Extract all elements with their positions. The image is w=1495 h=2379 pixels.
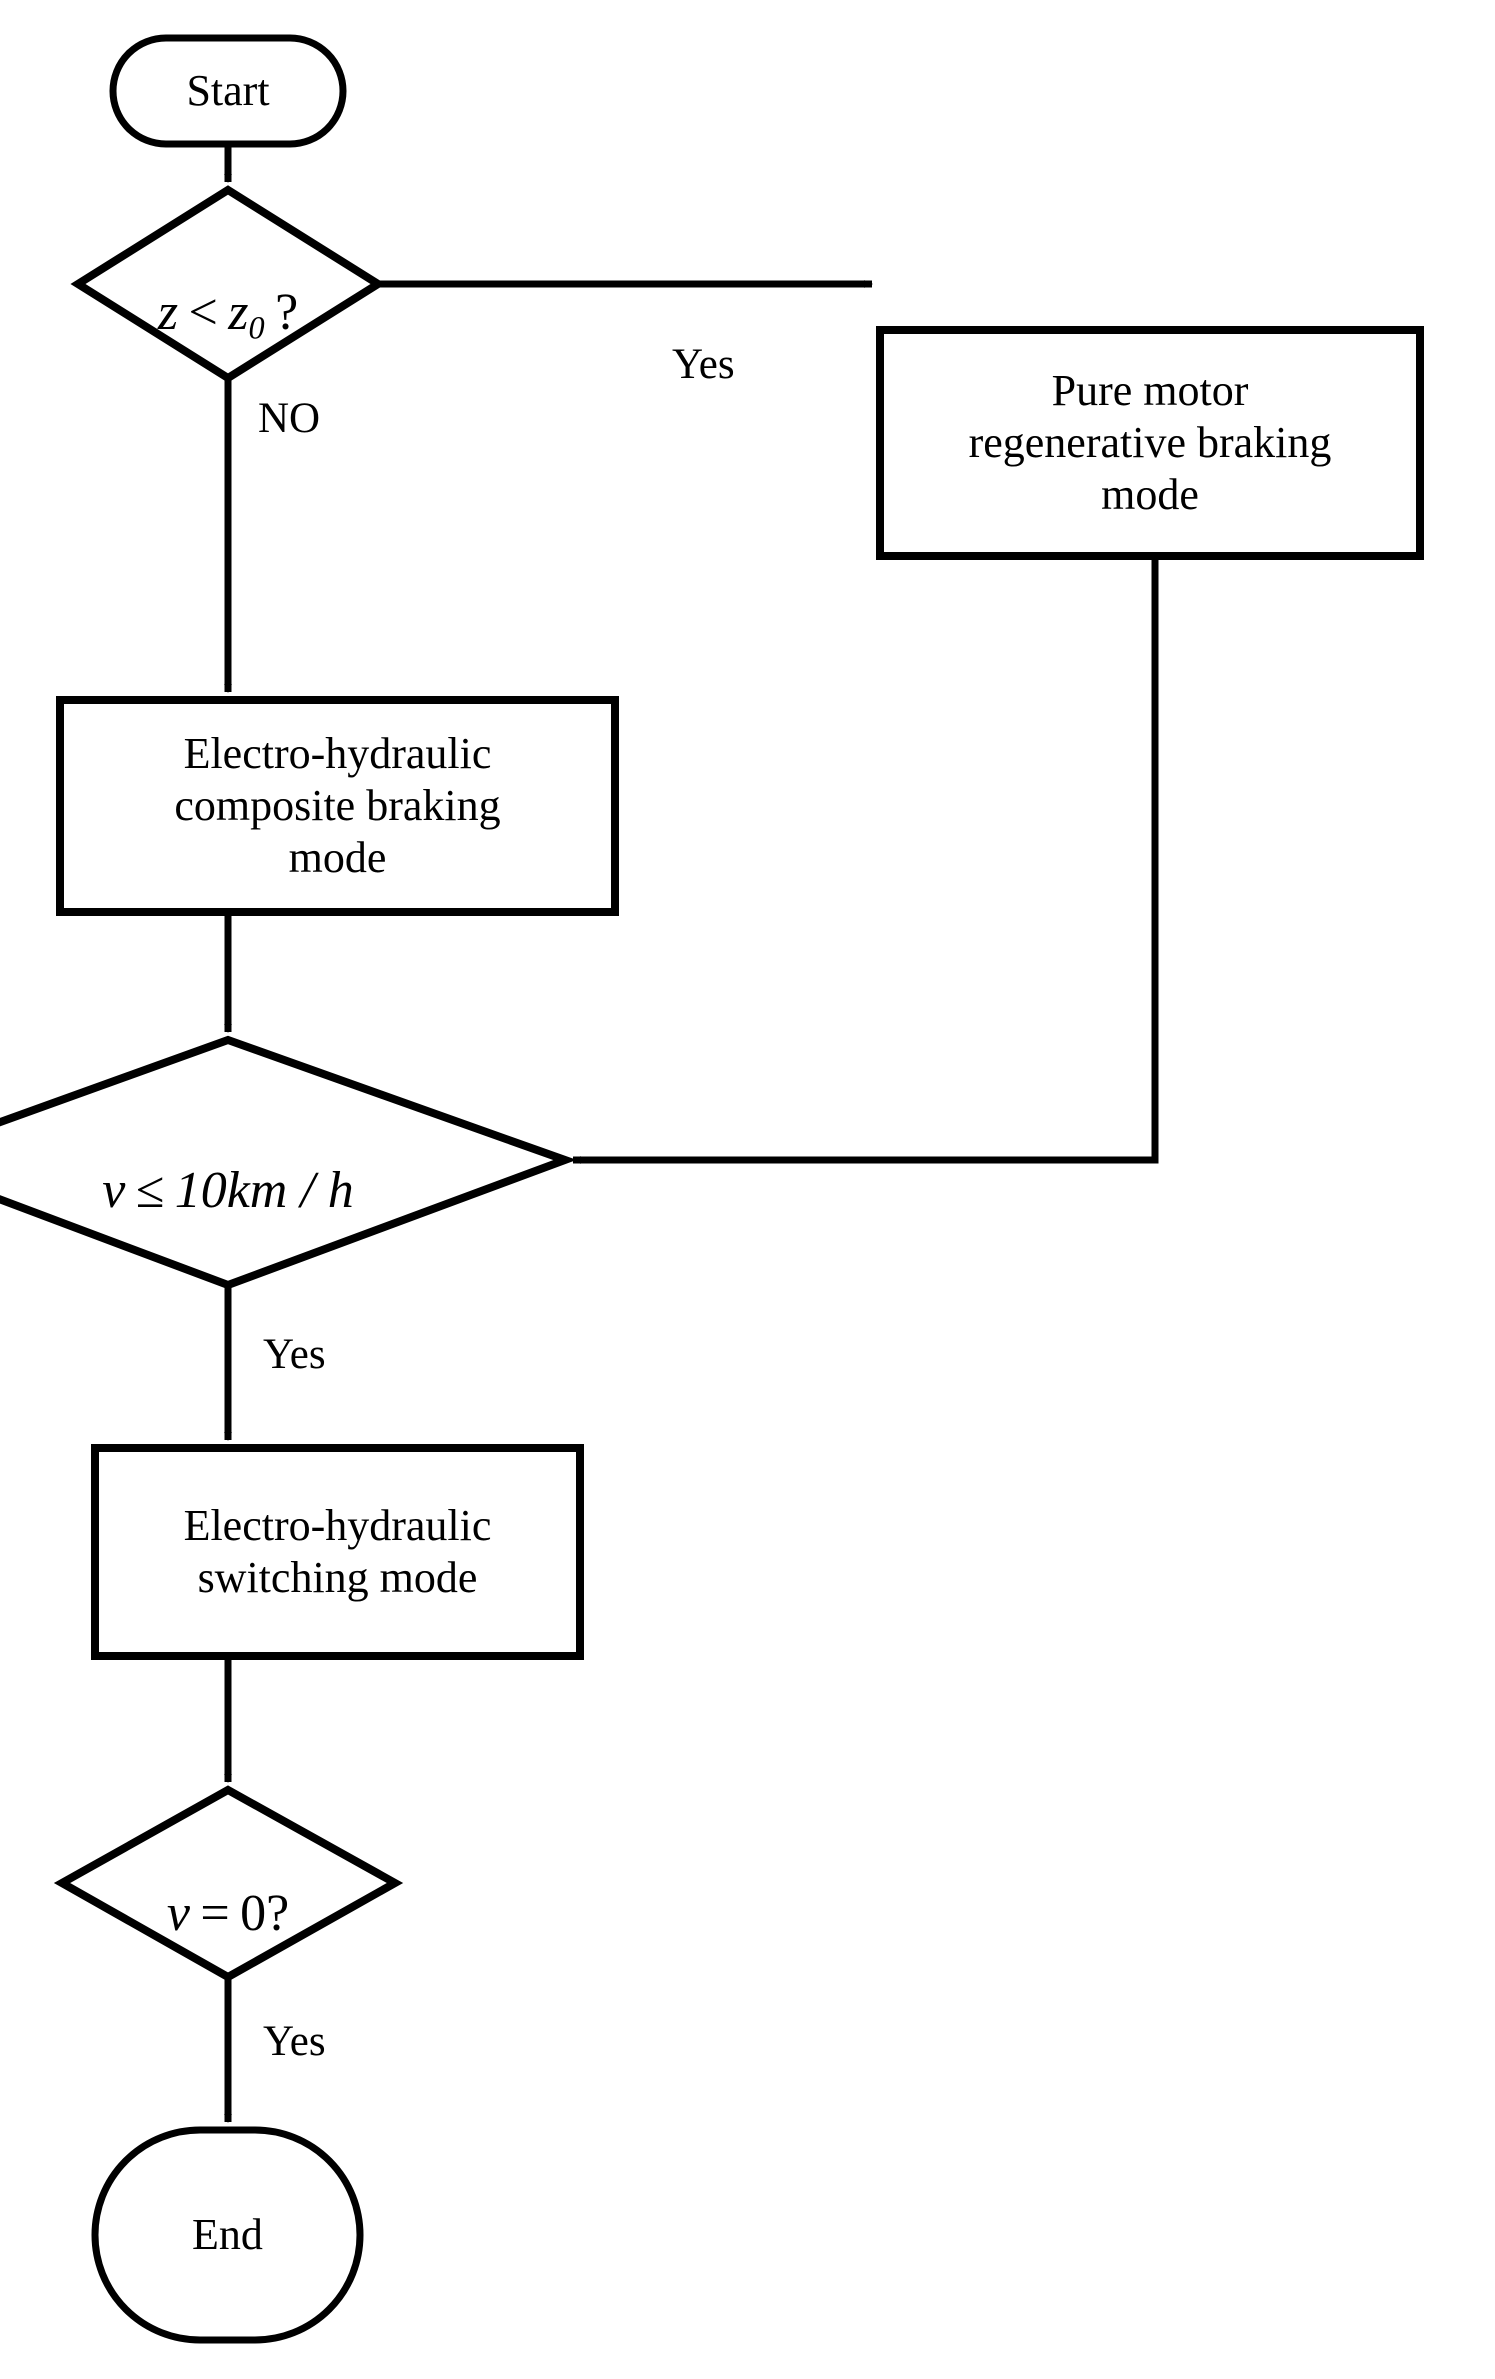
edge-label-decision-speed-yes: Yes	[263, 1331, 326, 1378]
edge-label-decision-stop-yes: Yes	[263, 2018, 326, 2065]
edge-label-decision-z-yes: Yes	[672, 341, 735, 388]
node-shape-switching-box	[91, 1444, 584, 1660]
node-shape-end	[91, 2126, 364, 2344]
node-shape-composite-box	[56, 696, 619, 916]
node-shape-decision-z	[70, 185, 386, 383]
node-shape-decision-speed	[0, 1035, 577, 1290]
node-shape-decision-stop	[53, 1785, 404, 1982]
edge-label-decision-z-no: NO	[258, 395, 321, 442]
node-shape-pure-motor-box	[876, 326, 1424, 560]
connector-pure-motor-to-decision-speed	[571, 556, 1159, 1164]
node-shape-start	[109, 34, 347, 148]
